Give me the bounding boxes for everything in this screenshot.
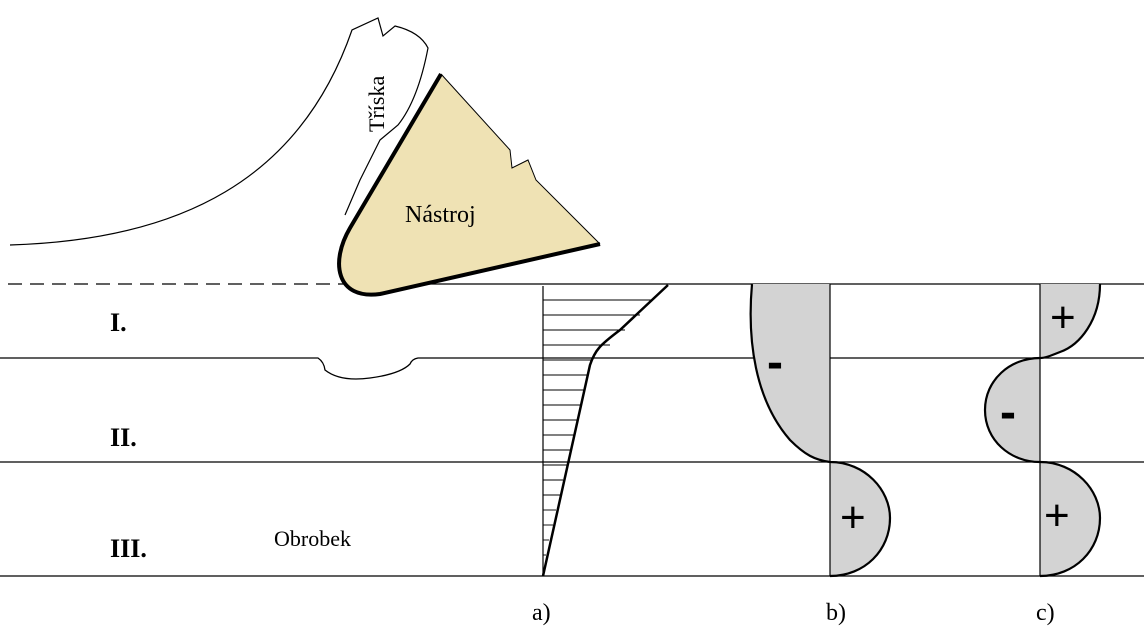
panel-b-tensile-region <box>830 462 890 576</box>
panel-a-profile <box>541 284 669 577</box>
panel-c-top-tensile-region <box>1040 284 1100 358</box>
panel-b-plus-sign: + <box>840 493 866 542</box>
panel-a-curve <box>541 284 669 577</box>
tool-body <box>339 74 600 295</box>
panel-a-label: a) <box>532 600 551 626</box>
panel-c-compressive-region <box>985 358 1040 462</box>
panel-c-minus-sign: - <box>1000 386 1016 439</box>
panel-c-bottom-plus-sign: + <box>1044 491 1070 540</box>
zone-iii-label: III. <box>110 534 147 563</box>
panel-b-label: b) <box>826 600 846 626</box>
panel-c-stress <box>983 283 1102 578</box>
chip-label: Tříska <box>364 76 389 132</box>
panel-b-minus-sign: - <box>767 336 783 389</box>
panel-c-top-plus-sign: + <box>1050 293 1076 342</box>
layer-boundaries <box>0 283 1144 577</box>
tool-flank-edge <box>440 73 601 245</box>
panel-b-compressive-region <box>750 284 830 462</box>
chip-outline <box>9 17 429 246</box>
panel-c-bottom-tensile-region <box>1040 462 1100 576</box>
tool-rake-face <box>337 72 601 297</box>
panel-c-label: c) <box>1036 600 1055 626</box>
zone-i-label: I. <box>110 308 127 337</box>
zone-ii-label: II. <box>110 423 137 452</box>
panel-b-curve <box>749 283 892 578</box>
boundary-zone1-zone2 <box>0 357 1144 380</box>
panel-a-hatching <box>543 299 652 556</box>
panel-c-curve <box>983 283 1102 578</box>
panel-b-stress <box>749 283 892 578</box>
tool-label: Nástroj <box>405 202 476 228</box>
workpiece-label: Obrobek <box>274 526 351 551</box>
